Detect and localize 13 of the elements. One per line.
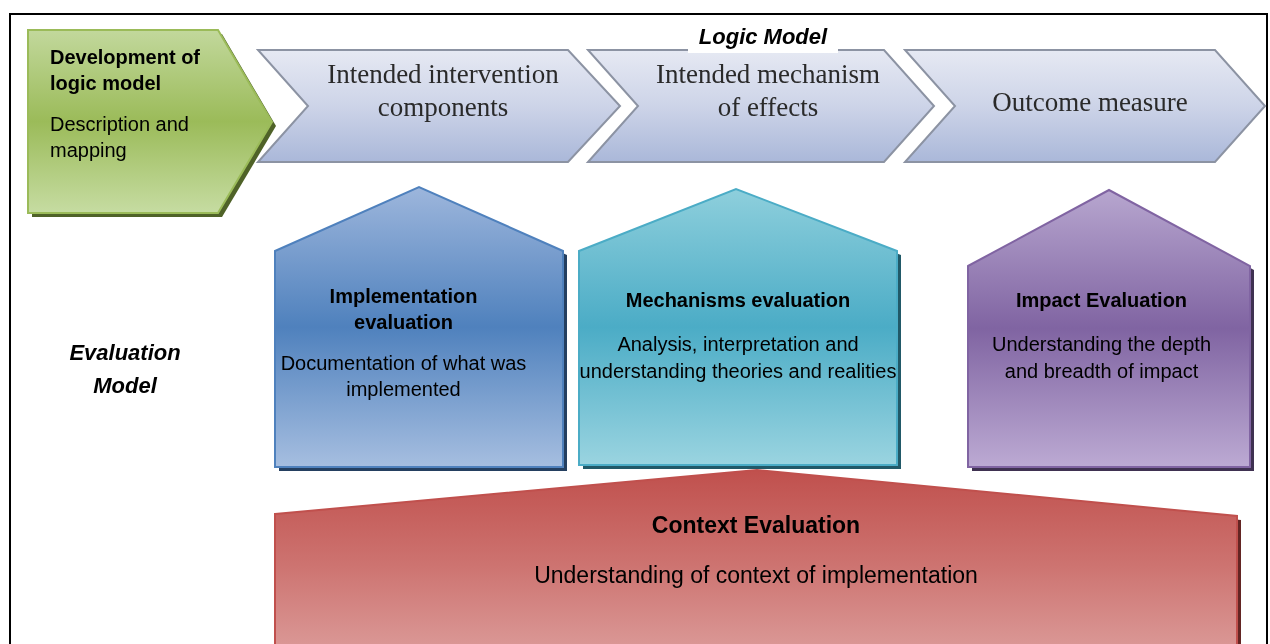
description-text: Understanding of context of implementation: [533, 561, 979, 591]
description-text: Understanding the depth and breadth of impact: [990, 332, 1213, 384]
step-label: Outcome measure: [991, 86, 1189, 119]
step-label: Intended mechanism of effects: [654, 58, 882, 124]
heading-text: Impact Evaluation: [1014, 288, 1189, 313]
heading-text: Mechanisms evaluation: [624, 288, 852, 313]
heading-text: Context Evaluation: [650, 511, 862, 540]
heading-text: Development of logic model: [50, 45, 202, 97]
description-text: Description and mapping: [50, 111, 190, 164]
description-text: Analysis, interpretation and understanding theories and realities: [579, 332, 897, 384]
description-text: Documentation of what was implemented: [279, 350, 528, 403]
step-label: Intended intervention components: [326, 58, 560, 124]
heading-text: Implementation evaluation: [328, 284, 479, 336]
